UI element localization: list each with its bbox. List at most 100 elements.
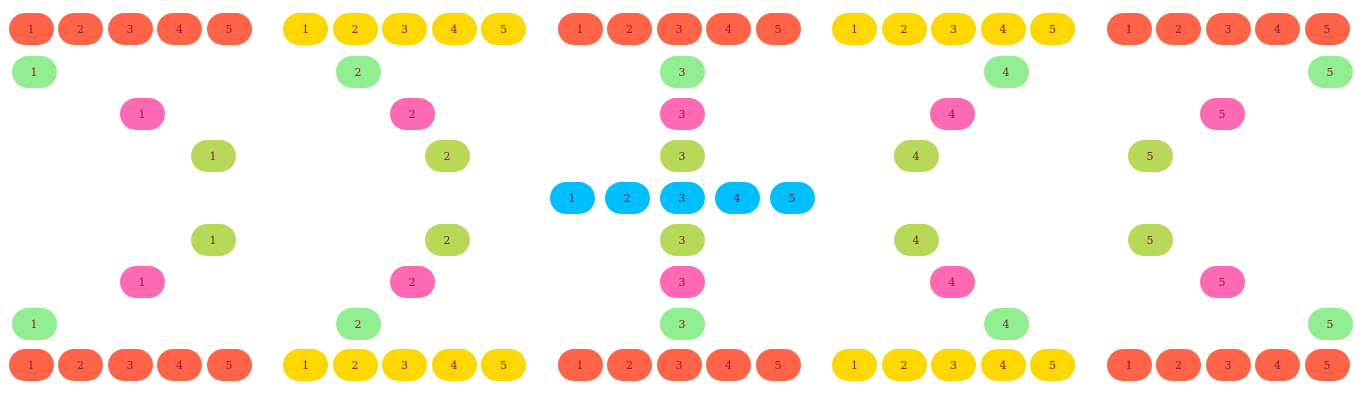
top-border-pill[interactable]: 5 — [755, 13, 801, 45]
top-border-pill[interactable]: 2 — [607, 13, 652, 45]
top-border-pill[interactable]: 1 — [557, 13, 603, 45]
pill-label: 1 — [576, 22, 584, 36]
pill-label: 3 — [678, 191, 686, 205]
interior-pill-row-5[interactable]: 4 — [893, 224, 939, 256]
interior-pill-row-2[interactable]: 5 — [1199, 98, 1245, 130]
pill-label: 4 — [176, 358, 183, 372]
bottom-border-pill[interactable]: 5 — [1304, 349, 1350, 381]
interior-pill-row-7[interactable]: 3 — [659, 308, 705, 340]
bottom-border-pill[interactable]: 1 — [1106, 349, 1152, 381]
bottom-border-pill[interactable]: 3 — [107, 349, 153, 381]
pill-label: 1 — [568, 191, 576, 205]
top-border-pill[interactable]: 4 — [157, 13, 202, 45]
pill-label: 1 — [209, 233, 217, 247]
top-border-pill[interactable]: 4 — [431, 13, 477, 45]
bottom-border-pill[interactable]: 4 — [157, 349, 202, 381]
bottom-border-pill[interactable]: 5 — [755, 349, 801, 381]
bottom-border-pill[interactable]: 1 — [8, 349, 54, 381]
interior-pill-row-7[interactable]: 4 — [983, 308, 1029, 340]
interior-pill-row-4[interactable]: 2 — [604, 182, 650, 214]
top-border-pill[interactable]: 3 — [1205, 13, 1251, 45]
top-border-pill[interactable]: 4 — [1255, 13, 1300, 45]
bottom-border-pill[interactable]: 4 — [431, 349, 477, 381]
top-border-pill[interactable]: 2 — [881, 13, 927, 45]
bottom-border-pill[interactable]: 4 — [1255, 349, 1300, 381]
bottom-border-pill[interactable]: 5 — [481, 349, 526, 381]
bottom-border-pill[interactable]: 4 — [706, 349, 751, 381]
bottom-border-pill[interactable]: 1 — [283, 349, 328, 381]
interior-pill-row-1[interactable]: 3 — [659, 56, 705, 88]
bottom-border-pill[interactable]: 2 — [58, 349, 103, 381]
bottom-border-pill[interactable]: 3 — [1205, 349, 1251, 381]
bottom-border-pill[interactable]: 1 — [557, 349, 603, 381]
interior-pill-row-5[interactable]: 3 — [659, 224, 705, 256]
interior-pill-row-3[interactable]: 4 — [893, 140, 939, 172]
bottom-border-pill[interactable]: 3 — [382, 349, 427, 381]
pill-label: 2 — [354, 65, 362, 79]
bottom-border-pill[interactable]: 1 — [832, 349, 877, 381]
bottom-border-pill[interactable]: 2 — [1156, 349, 1201, 381]
interior-pill-row-4[interactable]: 4 — [714, 182, 760, 214]
bottom-border-pill[interactable]: 3 — [656, 349, 702, 381]
interior-pill-row-2[interactable]: 4 — [929, 98, 975, 130]
pill-label: 2 — [354, 317, 362, 331]
interior-pill-row-3[interactable]: 5 — [1127, 140, 1173, 172]
bottom-border-pill[interactable]: 5 — [1030, 349, 1075, 381]
top-border-pill[interactable]: 4 — [980, 13, 1026, 45]
bottom-border-pill[interactable]: 5 — [206, 349, 252, 381]
top-border-pill[interactable]: 5 — [206, 13, 252, 45]
bottom-border-pill[interactable]: 3 — [931, 349, 976, 381]
top-border-pill[interactable]: 3 — [107, 13, 153, 45]
top-border-pill[interactable]: 4 — [706, 13, 751, 45]
interior-pill-row-4[interactable]: 5 — [769, 182, 815, 214]
interior-pill-row-3[interactable]: 2 — [424, 140, 470, 172]
interior-pill-row-6[interactable]: 5 — [1199, 266, 1245, 298]
top-border-pill[interactable]: 1 — [1106, 13, 1152, 45]
interior-pill-row-2[interactable]: 3 — [659, 98, 705, 130]
pill-label: 1 — [302, 358, 309, 372]
interior-pill-row-1[interactable]: 5 — [1307, 56, 1353, 88]
top-border-pill[interactable]: 1 — [832, 13, 877, 45]
top-border-pill[interactable]: 2 — [58, 13, 103, 45]
interior-pill-row-5[interactable]: 2 — [424, 224, 470, 256]
pill-label: 5 — [788, 191, 796, 205]
top-border-pill[interactable]: 2 — [1156, 13, 1201, 45]
top-border-pill[interactable]: 5 — [481, 13, 526, 45]
interior-pill-row-5[interactable]: 1 — [190, 224, 236, 256]
top-border-pill[interactable]: 2 — [332, 13, 378, 45]
pill-label: 3 — [401, 358, 408, 372]
pill-label: 5 — [500, 358, 507, 372]
interior-pill-row-7[interactable]: 2 — [335, 308, 381, 340]
pill-label: 5 — [1326, 65, 1334, 79]
bottom-border-pill[interactable]: 4 — [980, 349, 1026, 381]
pill-label: 4 — [1274, 358, 1281, 372]
top-border-pill[interactable]: 5 — [1030, 13, 1075, 45]
interior-pill-row-7[interactable]: 5 — [1307, 308, 1353, 340]
interior-pill-row-6[interactable]: 2 — [389, 266, 435, 298]
pill-label: 1 — [27, 22, 35, 36]
interior-pill-row-6[interactable]: 1 — [119, 266, 165, 298]
bottom-border-pill[interactable]: 2 — [881, 349, 927, 381]
top-border-pill[interactable]: 1 — [283, 13, 328, 45]
top-border-pill[interactable]: 1 — [8, 13, 54, 45]
interior-pill-row-6[interactable]: 3 — [659, 266, 705, 298]
interior-pill-row-1[interactable]: 4 — [983, 56, 1029, 88]
interior-pill-row-3[interactable]: 1 — [190, 140, 236, 172]
interior-pill-row-1[interactable]: 1 — [11, 56, 57, 88]
top-border-pill[interactable]: 3 — [931, 13, 976, 45]
interior-pill-row-7[interactable]: 1 — [11, 308, 57, 340]
top-border-pill[interactable]: 3 — [382, 13, 427, 45]
top-border-pill[interactable]: 5 — [1304, 13, 1350, 45]
interior-pill-row-2[interactable]: 1 — [119, 98, 165, 130]
interior-pill-row-6[interactable]: 4 — [929, 266, 975, 298]
interior-pill-row-2[interactable]: 2 — [389, 98, 435, 130]
bottom-border-pill[interactable]: 2 — [607, 349, 652, 381]
top-border-pill[interactable]: 3 — [656, 13, 702, 45]
interior-pill-row-1[interactable]: 2 — [335, 56, 381, 88]
interior-pill-row-4[interactable]: 1 — [549, 182, 595, 214]
interior-pill-row-3[interactable]: 3 — [659, 140, 705, 172]
interior-pill-row-5[interactable]: 5 — [1127, 224, 1173, 256]
pill-label: 3 — [126, 22, 134, 36]
interior-pill-row-4[interactable]: 3 — [659, 182, 705, 214]
bottom-border-pill[interactable]: 2 — [332, 349, 378, 381]
